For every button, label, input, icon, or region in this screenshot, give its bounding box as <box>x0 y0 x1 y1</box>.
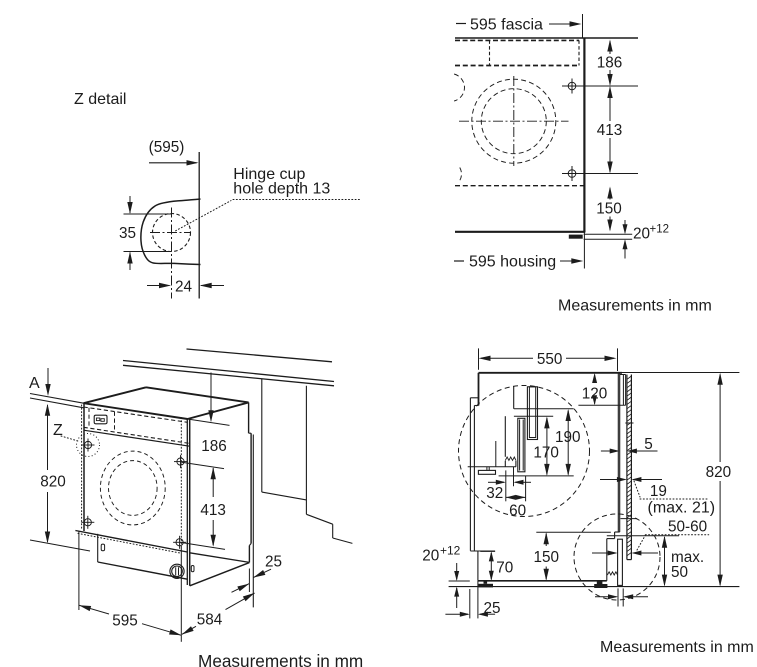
svg-text:24: 24 <box>175 279 193 296</box>
svg-text:550: 550 <box>537 351 563 368</box>
svg-text:186: 186 <box>201 438 227 455</box>
svg-text:5: 5 <box>644 436 653 453</box>
svg-text:820: 820 <box>706 464 732 481</box>
svg-text:413: 413 <box>597 122 623 139</box>
svg-text:50-60: 50-60 <box>668 519 707 536</box>
svg-text:413: 413 <box>200 502 226 519</box>
svg-text:35: 35 <box>119 225 136 242</box>
svg-text:70: 70 <box>496 560 513 577</box>
svg-text:170: 170 <box>533 445 559 462</box>
svg-text:(595): (595) <box>149 139 185 156</box>
svg-text:+12: +12 <box>650 224 670 236</box>
svg-text:+12: +12 <box>440 544 461 558</box>
svg-text:595: 595 <box>112 612 138 629</box>
svg-text:25: 25 <box>265 554 282 571</box>
svg-text:Hinge cup: Hinge cup <box>233 166 305 183</box>
svg-text:Z detail: Z detail <box>74 91 126 108</box>
svg-text:186: 186 <box>597 55 623 72</box>
svg-text:max.: max. <box>671 549 704 566</box>
svg-text:595 housing: 595 housing <box>469 254 556 271</box>
svg-text:595 fascia: 595 fascia <box>470 17 543 34</box>
svg-text:19: 19 <box>650 483 667 500</box>
svg-text:A: A <box>29 375 40 392</box>
svg-text:820: 820 <box>40 474 66 491</box>
svg-text:584: 584 <box>197 612 223 629</box>
svg-text:150: 150 <box>534 549 560 566</box>
svg-text:120: 120 <box>582 386 608 403</box>
svg-text:50: 50 <box>671 564 688 581</box>
svg-text:20: 20 <box>633 226 650 243</box>
svg-text:Z: Z <box>53 422 63 439</box>
svg-text:Measurements in mm: Measurements in mm <box>558 298 712 315</box>
svg-text:Measurements in mm: Measurements in mm <box>198 651 363 667</box>
svg-text:190: 190 <box>555 429 581 446</box>
svg-text:150: 150 <box>596 201 622 218</box>
svg-text:32: 32 <box>486 485 503 502</box>
svg-text:(max. 21): (max. 21) <box>648 500 716 517</box>
svg-text:20: 20 <box>422 548 439 565</box>
svg-text:hole depth 13: hole depth 13 <box>233 181 330 198</box>
svg-text:25: 25 <box>484 600 501 617</box>
svg-text:Measurements in mm: Measurements in mm <box>600 639 754 656</box>
